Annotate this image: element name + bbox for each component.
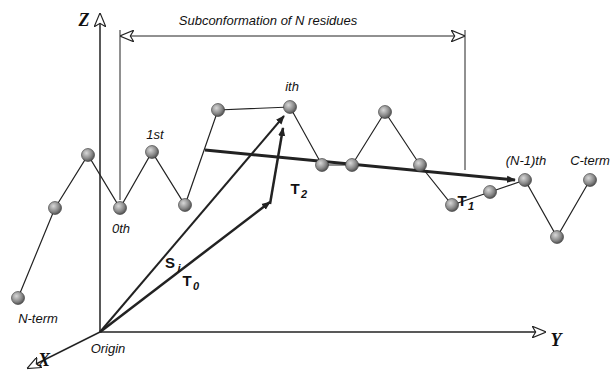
vector-subscript: 2: [301, 189, 307, 200]
residue-label: C-term: [570, 154, 610, 167]
vector-label: S: [165, 255, 175, 270]
axes: [28, 14, 545, 368]
x-axis: [28, 332, 100, 368]
bracket: [120, 30, 465, 200]
t2-vector: [270, 128, 283, 204]
vector-label: T: [290, 181, 299, 196]
residue-label: 0th: [112, 222, 130, 235]
bracket-title: Subconformation of N residues: [179, 14, 357, 27]
vector-subscript: i: [177, 263, 180, 274]
residue-label: ith: [285, 80, 299, 93]
vector-label: T: [182, 273, 191, 288]
residue-label: 1st: [146, 128, 163, 141]
s-vector: [100, 116, 284, 332]
vector-subscript: 0: [193, 281, 199, 292]
axis-label: Y: [551, 331, 562, 349]
axis-label: Z: [79, 11, 90, 29]
y-axis: [100, 331, 545, 333]
vectors: [100, 116, 515, 332]
t0-vector: [100, 202, 270, 332]
residue-label: (N-1)th: [506, 154, 546, 167]
origin-label: Origin: [91, 342, 126, 355]
axis-label: X: [38, 351, 50, 369]
residue-label: N-term: [18, 312, 58, 325]
t1-vector: [205, 150, 515, 180]
residues: [12, 101, 597, 305]
vector-label: T: [457, 193, 466, 208]
backbone: [18, 107, 590, 298]
vector-subscript: 1: [468, 201, 474, 212]
